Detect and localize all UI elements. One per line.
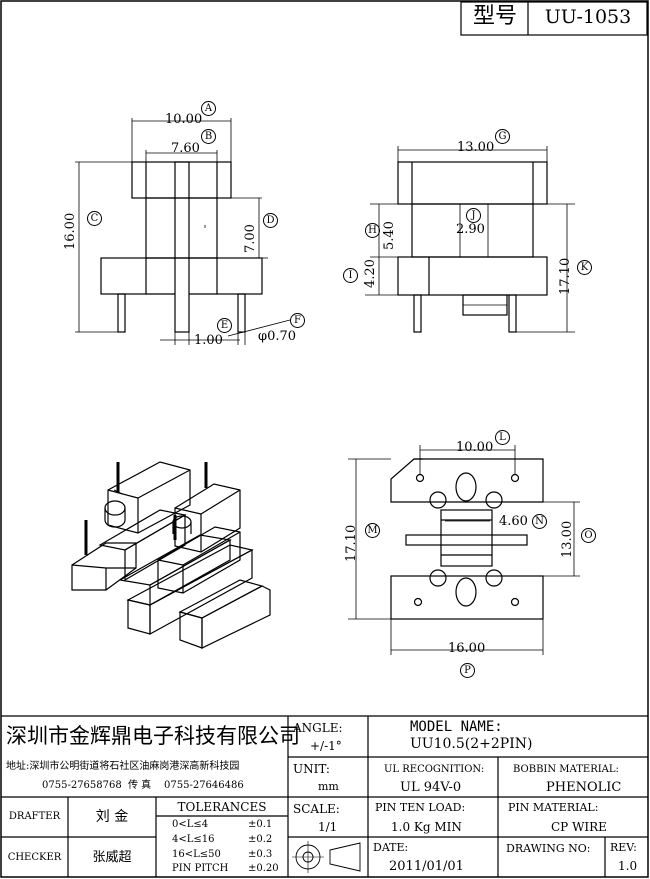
tol-value-3: ±0.3 bbox=[248, 849, 273, 860]
company-name: 深圳市金辉鼎电子科技有限公司 bbox=[6, 724, 300, 748]
dim-d-callout: D bbox=[263, 213, 278, 228]
model-label: 型号 bbox=[472, 4, 517, 29]
dim-f-value: φ0.70 bbox=[258, 329, 297, 344]
dim-h-callout: H bbox=[365, 223, 380, 238]
dim-g-value: 13.00 bbox=[457, 140, 495, 155]
tol-value-1: ±0.1 bbox=[248, 819, 273, 830]
ul-value: UL 94V-0 bbox=[400, 780, 462, 795]
dim-o-value: 13.00 bbox=[560, 520, 575, 558]
unit-label: UNIT: bbox=[293, 762, 330, 776]
dim-c-value: 16.00 bbox=[63, 212, 78, 250]
front-view bbox=[75, 118, 291, 345]
checker-label: CHECKER bbox=[7, 852, 62, 863]
dim-e-callout: E bbox=[217, 318, 232, 333]
model-name-value: UU10.5(2+2PIN) bbox=[410, 736, 533, 752]
dim-l-callout: L bbox=[495, 430, 510, 445]
company-phone: 0755-27658768 bbox=[42, 780, 122, 791]
ul-label: UL RECOGNITION: bbox=[384, 764, 485, 775]
date-label: DATE: bbox=[373, 841, 409, 854]
angle-label: ANGLE: bbox=[293, 721, 343, 735]
dim-a-value: 10.00 bbox=[165, 112, 203, 127]
dim-m-value: 17.10 bbox=[344, 524, 359, 562]
company-address: 地址:深圳市公明街道将石社区油麻岗港深高新科技园 bbox=[6, 761, 240, 772]
scale-value: 1/1 bbox=[318, 820, 338, 834]
tol-range-4: PIN PITCH bbox=[172, 863, 229, 874]
tol-value-4: ±0.20 bbox=[248, 863, 279, 874]
bottom-view bbox=[348, 445, 580, 655]
company-fax: 0755-27646486 bbox=[164, 780, 244, 791]
dim-b-value: 7.60 bbox=[171, 141, 200, 156]
scale-label: SCALE: bbox=[293, 802, 340, 816]
dim-j-value: 2.90 bbox=[456, 222, 485, 237]
model-name-label: MODEL NAME: bbox=[410, 719, 503, 735]
pin-material-label: PIN MATERIAL: bbox=[508, 801, 599, 814]
bobbin-label: BOBBIN MATERIAL: bbox=[513, 764, 619, 775]
dim-i-callout: I bbox=[343, 268, 358, 283]
unit-value: mm bbox=[318, 780, 339, 793]
dim-i-value: 4.20 bbox=[363, 259, 378, 288]
dim-j-callout: J bbox=[466, 208, 481, 223]
rev-label: REV: bbox=[610, 841, 637, 854]
pin-ten-value: 1.0 Kg MIN bbox=[391, 820, 462, 834]
dim-a-callout: A bbox=[201, 101, 216, 116]
tol-value-2: ±0.2 bbox=[248, 834, 273, 845]
drafter-label: DRAFTER bbox=[8, 811, 61, 822]
tol-range-3: 16<L≤50 bbox=[172, 849, 221, 860]
dim-g-callout: G bbox=[495, 129, 510, 144]
dim-o-callout: O bbox=[581, 528, 596, 543]
drafter-value: 刘 金 bbox=[95, 809, 129, 825]
title-block-grid bbox=[1, 715, 648, 877]
angle-value: +/-1° bbox=[310, 739, 342, 753]
dim-k-value: 17.10 bbox=[558, 257, 573, 295]
dim-p-value: 16.00 bbox=[448, 641, 486, 656]
dim-k-callout: K bbox=[577, 260, 592, 275]
date-value: 2011/01/01 bbox=[389, 859, 464, 874]
dim-p-callout: P bbox=[460, 663, 475, 678]
dim-n-value: 4.60 bbox=[499, 514, 528, 529]
side-view bbox=[365, 146, 575, 333]
bobbin-value: PHENOLIC bbox=[546, 780, 622, 795]
dim-e-value: 1.00 bbox=[194, 333, 223, 348]
tolerances-label: TOLERANCES bbox=[177, 800, 267, 814]
dim-m-callout: M bbox=[365, 523, 380, 538]
drawing-no-label: DRAWING NO: bbox=[506, 842, 591, 855]
dim-c-callout: C bbox=[87, 211, 102, 226]
pin-ten-label: PIN TEN LOAD: bbox=[375, 801, 466, 814]
dim-f-callout: F bbox=[290, 313, 305, 328]
tol-range-2: 4<L≤16 bbox=[172, 834, 215, 845]
dim-n-callout: N bbox=[532, 514, 547, 529]
model-box bbox=[460, 1, 648, 36]
dim-l-value: 10.00 bbox=[456, 440, 494, 455]
checker-value: 张威超 bbox=[92, 850, 132, 865]
model-value: UU-1053 bbox=[544, 6, 632, 28]
pin-material-value: CP WIRE bbox=[551, 820, 607, 834]
dim-h-value: 5.40 bbox=[382, 221, 397, 250]
dim-d-value: 7.00 bbox=[243, 224, 258, 253]
tol-range-1: 0<L≤4 bbox=[172, 819, 209, 830]
dim-b-callout: B bbox=[201, 129, 216, 144]
company-fax-label: 传 真 bbox=[128, 780, 152, 791]
isometric-view bbox=[71, 461, 271, 649]
rev-value: 1.0 bbox=[618, 859, 638, 873]
